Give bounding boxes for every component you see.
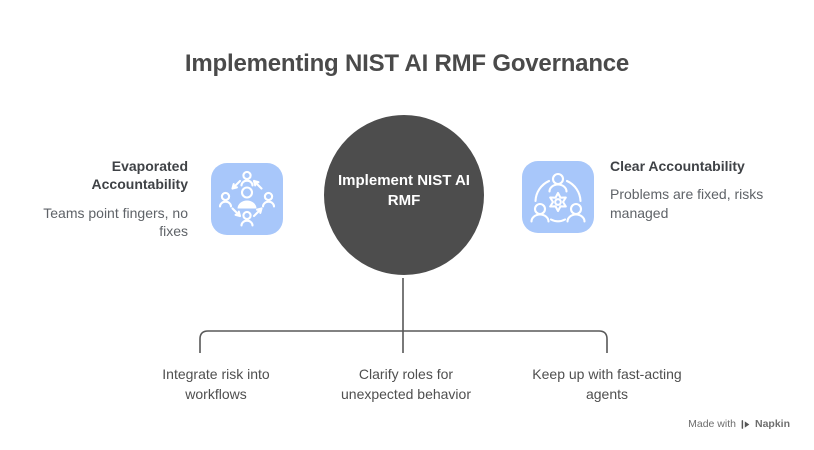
branch-label-integrate-risk: Integrate risk into workflows <box>162 366 270 403</box>
team-collaboration-gear-icon <box>522 161 594 233</box>
center-node-label: Implement NIST AI RMF <box>338 171 470 209</box>
branch-label-clarify-roles: Clarify roles for unexpected behavior <box>341 366 471 403</box>
right-icon-tile <box>522 161 594 233</box>
right-annotation-heading: Clear Accountability <box>610 158 745 174</box>
napkin-logo-icon <box>740 419 751 430</box>
right-annotation: Clear Accountability Problems are fixed,… <box>610 157 796 222</box>
napkin-brand-text: Napkin <box>754 418 790 430</box>
right-annotation-description: Problems are fixed, risks managed <box>610 186 764 221</box>
made-with-text: Made with <box>688 418 736 430</box>
team-delegation-icon <box>211 163 283 235</box>
branch-label-keep-up: Keep up with fast-acting agents <box>532 366 682 403</box>
left-annotation: Evaporated Accountability Teams point fi… <box>18 157 188 241</box>
left-icon-tile <box>211 163 283 235</box>
center-node: Implement NIST AI RMF <box>322 113 486 277</box>
left-annotation-heading: Evaporated Accountability <box>91 158 188 193</box>
left-annotation-description: Teams point fingers, no fixes <box>43 204 188 240</box>
branch-connector-lines <box>199 278 608 353</box>
diagram-title: Implementing NIST AI RMF Governance <box>184 50 630 77</box>
made-with-napkin-attribution[interactable]: Made with Napkin <box>688 418 790 430</box>
